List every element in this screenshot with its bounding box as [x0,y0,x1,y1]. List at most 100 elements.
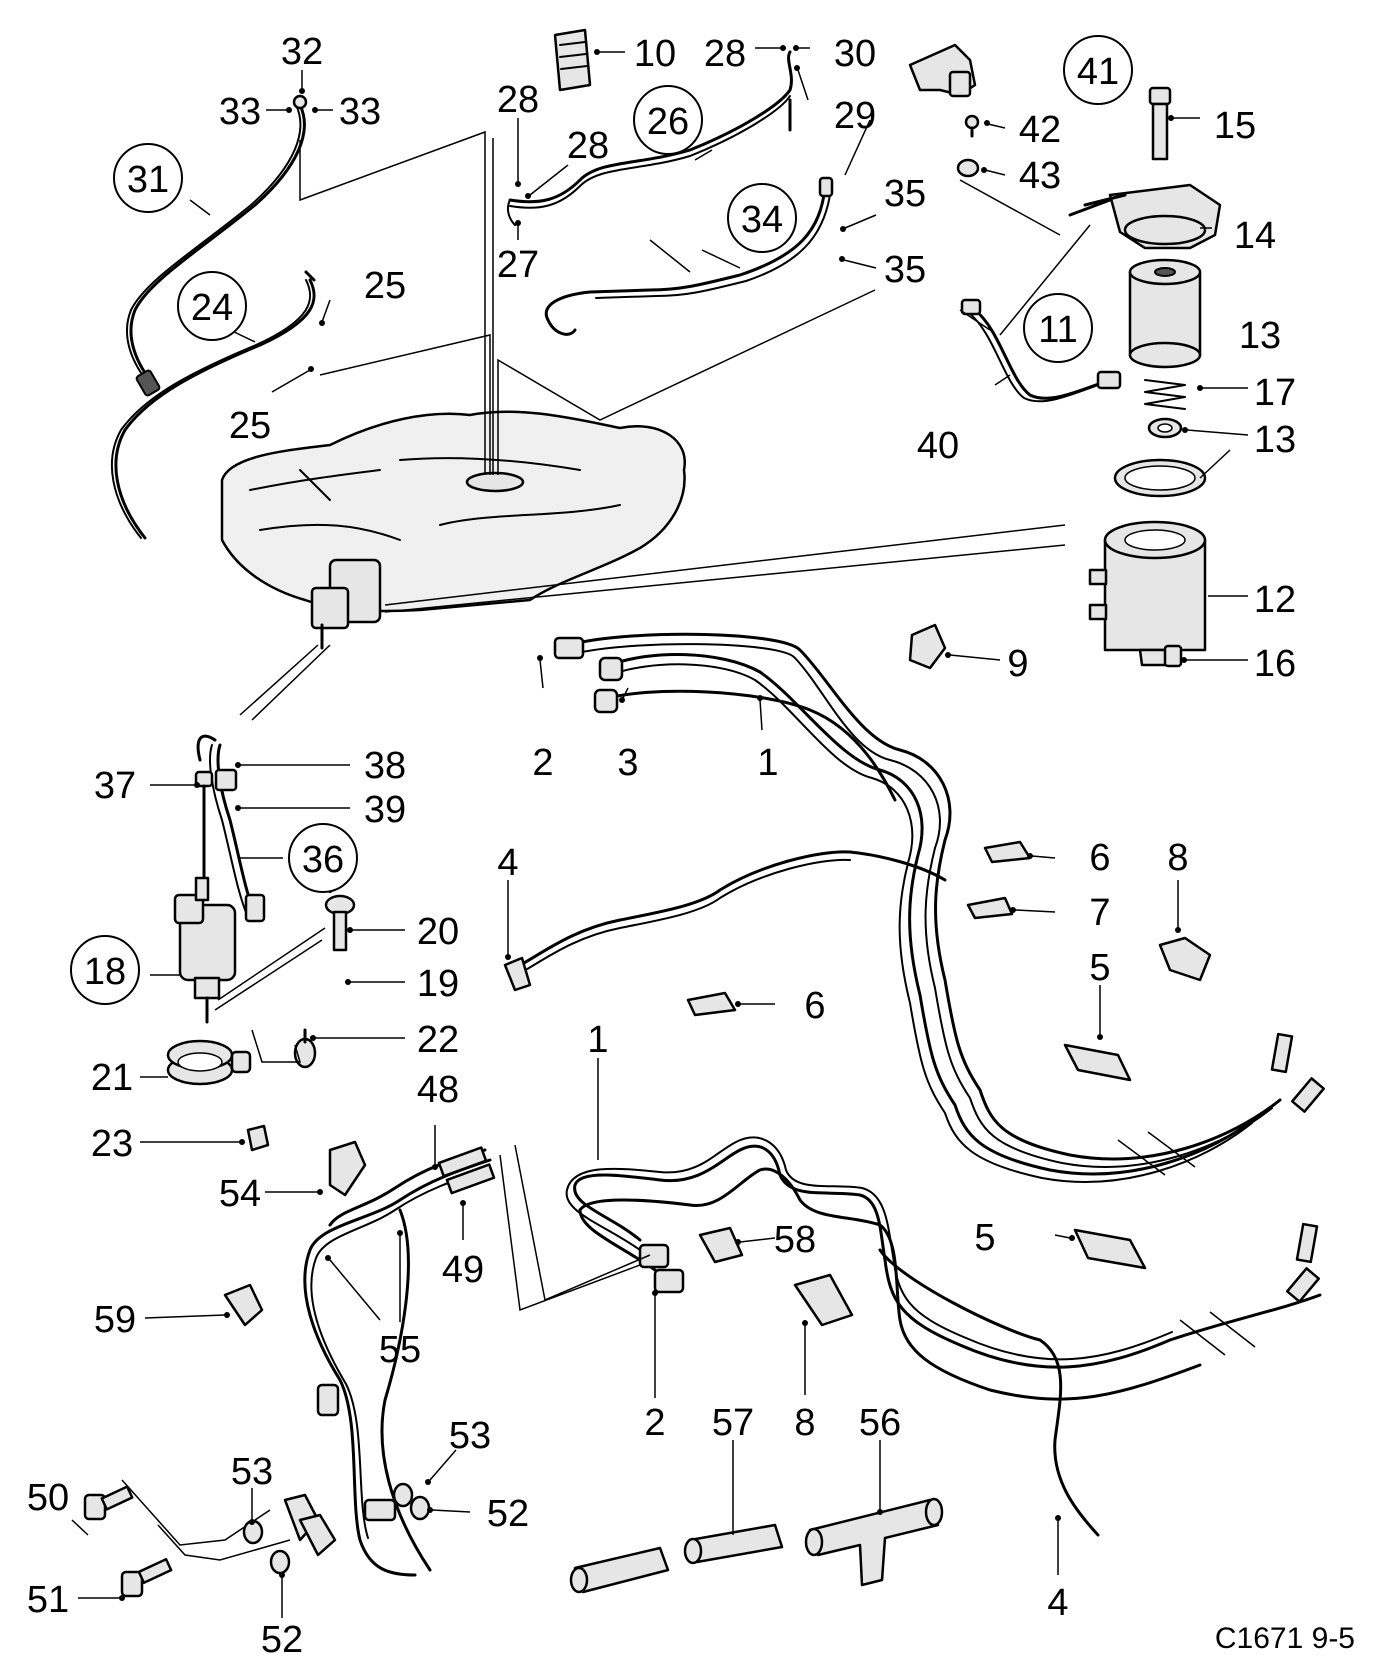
pipe-48-49-55 [303,1146,496,1577]
filter-element-13 [1128,258,1202,369]
callout-1-lower: 1 [587,1019,608,1061]
callout-3: 3 [617,742,638,784]
washer-43 [956,158,980,178]
callout-52-left: 52 [261,1619,303,1661]
callout-5-upper: 5 [1089,947,1110,989]
pipe-bundle-1-lower [565,1136,1322,1537]
t-piece-56 [804,1497,944,1587]
callout-10: 10 [634,33,676,75]
callout-43: 43 [1019,155,1061,197]
callout-58: 58 [774,1219,816,1261]
filter-housing-12 [1088,520,1207,667]
callout-50: 50 [27,1477,69,1519]
callout-35-lower: 35 [884,249,926,291]
callout-53-left: 53 [231,1451,273,1493]
callout-2-lower: 2 [644,1402,665,1444]
callout-19: 19 [417,963,459,1005]
callout-54: 54 [219,1173,261,1215]
callout-39: 39 [364,789,406,831]
quick-connector-41 [908,43,977,98]
callout-55: 55 [379,1329,421,1371]
seal-13 [1147,417,1183,439]
callout-20: 20 [417,911,459,953]
clip-9 [908,623,947,670]
clip-7 [966,896,1014,920]
callout-29: 29 [834,95,876,137]
callout-12: 12 [1254,579,1296,621]
hose-40 [960,298,1122,403]
callout-33-left: 33 [219,91,261,133]
callout-31: 31 [127,159,169,201]
bundle-break-marks [1117,1131,1256,1356]
callout-41: 41 [1077,51,1119,93]
clamp-21 [166,1039,252,1086]
callout-labels: 32 33 33 31 24 25 25 10 28 30 29 26 28 2… [27,31,1296,1661]
callout-51: 51 [27,1579,69,1621]
nut-23 [246,1124,270,1152]
clip-8-upper [1158,936,1212,982]
diagram-reference-code: C1671 9-5 [1215,1622,1355,1655]
callout-15: 15 [1214,105,1256,147]
callout-4-upper: 4 [497,842,518,884]
bolt-51 [120,1557,173,1598]
callout-49: 49 [442,1249,484,1291]
spring-17 [1144,379,1186,410]
callout-33-right: 33 [339,91,381,133]
callout-57: 57 [712,1402,754,1444]
hose-57 [569,1523,784,1594]
circle-31 [113,143,183,213]
callout-22: 22 [417,1019,459,1061]
clip-58 [698,1226,744,1264]
circle-41 [1063,35,1133,105]
bolt-16 [1163,644,1183,668]
circle-18 [70,935,140,1005]
callout-53-right: 53 [449,1415,491,1457]
bolt-15 [1148,86,1172,161]
fitting-37 [194,770,214,882]
pipe-24 [110,270,316,540]
clip-5-upper [1063,1043,1132,1082]
callout-1-upper: 1 [757,742,778,784]
circle-36 [288,823,358,893]
callout-40: 40 [917,425,959,467]
clip-8-lower [793,1273,854,1327]
pipe-4-upper [503,850,947,992]
callout-27: 27 [497,244,539,286]
callout-37: 37 [94,765,136,807]
callout-42: 42 [1019,109,1061,151]
callout-leaders [71,45,1249,1618]
fuel-pump-18 [173,876,237,1024]
clip-54 [328,1140,367,1197]
hose-36 [196,734,266,923]
callout-5-lower: 5 [974,1217,995,1259]
callout-30: 30 [834,33,876,75]
callout-4-lower: 4 [1047,1582,1068,1624]
callout-9: 9 [1007,643,1028,685]
callout-7: 7 [1089,892,1110,934]
clip-6-upper [983,840,1032,864]
callout-14: 14 [1234,215,1276,257]
pipe-bundle-1-upper [553,632,1326,1183]
tank-connection-lines [239,130,1066,721]
callout-35-upper: 35 [884,173,926,215]
callout-36: 36 [302,839,344,881]
pipe-34 [544,176,834,336]
callout-28-top: 28 [704,33,746,75]
washers-52-53 [242,1482,431,1575]
callout-23: 23 [91,1123,133,1165]
callout-52-right: 52 [487,1493,529,1535]
pipe-31 [126,94,308,397]
callout-18: 18 [84,951,126,993]
filter-head-14 [1068,183,1222,250]
callout-34: 34 [741,199,783,241]
clip-6-middle [686,991,737,1017]
callout-26: 26 [647,101,689,143]
callout-25-upper: 25 [364,265,406,307]
callout-6-middle: 6 [804,985,825,1027]
clip-59 [223,1283,264,1327]
connector-10 [553,28,592,92]
screw-42 [964,114,980,138]
callout-48: 48 [417,1069,459,1111]
callout-24: 24 [191,287,233,329]
